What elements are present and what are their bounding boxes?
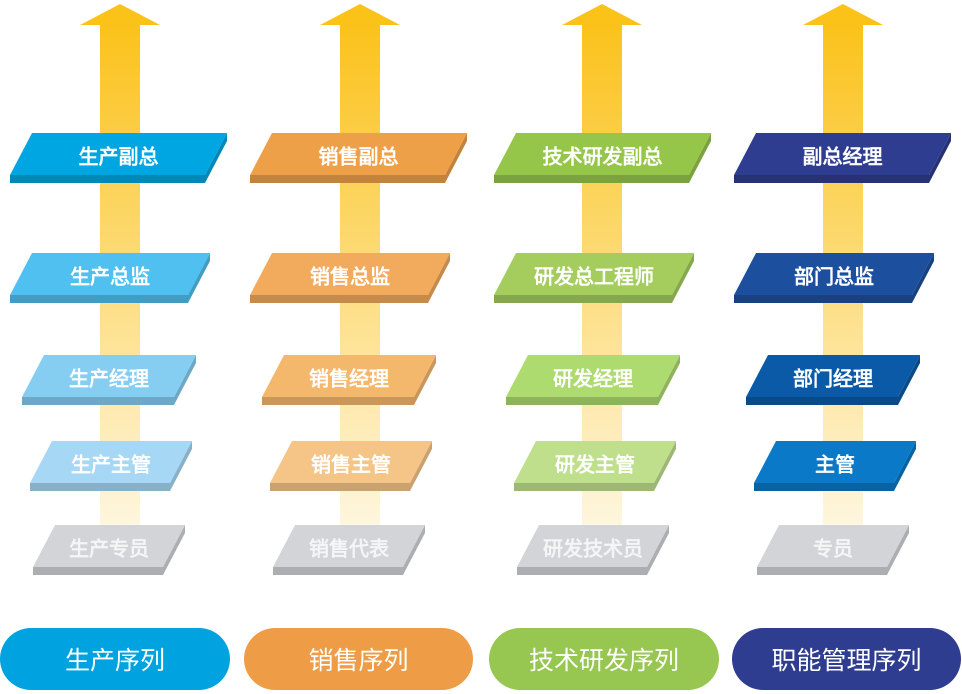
- level-platform-side: [262, 355, 436, 405]
- level-platform: [30, 441, 192, 483]
- level-label: 生产副总: [78, 144, 159, 169]
- level-platform-side: [250, 253, 450, 303]
- level-label: 生产专员: [69, 536, 149, 561]
- level-label: 研发经理: [553, 366, 633, 391]
- level-label: 研发技术员: [543, 536, 643, 561]
- sequence-title-pill: 销售序列: [244, 628, 473, 690]
- level-label: 研发总工程师: [534, 264, 654, 289]
- level-platform: [757, 525, 909, 567]
- level-platform-side: [757, 525, 909, 575]
- level-platform-side: [494, 253, 694, 303]
- arrow-up-icon: [803, 4, 883, 25]
- level-platform-side: [506, 355, 680, 405]
- sequence-title-pill: 职能管理序列: [732, 628, 961, 690]
- level-platform: [33, 525, 185, 567]
- level-platform: [514, 441, 676, 483]
- level-platform: [22, 355, 196, 397]
- level-platform: [250, 133, 467, 175]
- level-label: 部门经理: [793, 366, 873, 391]
- level-platform-side: [30, 441, 192, 491]
- level-platform: [262, 355, 436, 397]
- level-platform-side: [270, 441, 432, 491]
- level-platform: [734, 133, 951, 175]
- level-platform-side: [10, 133, 227, 183]
- level-platform: [746, 355, 920, 397]
- level-platform: [494, 133, 711, 175]
- level-label: 销售代表: [309, 536, 389, 561]
- arrow-up-icon: [562, 4, 642, 25]
- level-platform: [754, 441, 916, 483]
- level-platform-side: [273, 525, 425, 575]
- level-label: 副总经理: [802, 144, 883, 169]
- level-platform-side: [494, 133, 711, 183]
- arrow-up-icon: [80, 4, 160, 25]
- arrow-up-icon: [320, 4, 400, 25]
- level-platform-side: [746, 355, 920, 405]
- level-label: 技术研发副总: [542, 144, 663, 169]
- level-platform: [734, 253, 934, 295]
- level-platform-side: [250, 133, 467, 183]
- level-platform: [494, 253, 694, 295]
- level-platform: [270, 441, 432, 483]
- level-label: 主管: [815, 452, 855, 477]
- level-label: 生产主管: [71, 452, 151, 477]
- level-platform-side: [517, 525, 669, 575]
- level-platform-side: [22, 355, 196, 405]
- level-label: 研发主管: [555, 452, 635, 477]
- level-label: 部门总监: [794, 264, 874, 289]
- level-label: 销售总监: [310, 264, 390, 289]
- sequence-title-pill: 生产序列: [0, 628, 230, 690]
- level-label: 销售副总: [318, 144, 399, 169]
- level-label: 销售主管: [311, 452, 391, 477]
- level-platform-side: [33, 525, 185, 575]
- level-label: 生产总监: [70, 264, 150, 289]
- level-label: 销售经理: [309, 366, 389, 391]
- level-label: 专员: [813, 536, 853, 561]
- level-platform: [517, 525, 669, 567]
- level-label: 生产经理: [69, 366, 149, 391]
- level-platform-side: [734, 253, 934, 303]
- level-platform: [273, 525, 425, 567]
- level-platform-side: [514, 441, 676, 491]
- level-platform-side: [734, 133, 951, 183]
- level-platform-side: [10, 253, 210, 303]
- level-platform: [506, 355, 680, 397]
- level-platform: [250, 253, 450, 295]
- level-platform-side: [754, 441, 916, 491]
- level-platform: [10, 253, 210, 295]
- level-platform: [10, 133, 227, 175]
- sequence-title-pill: 技术研发序列: [489, 628, 719, 690]
